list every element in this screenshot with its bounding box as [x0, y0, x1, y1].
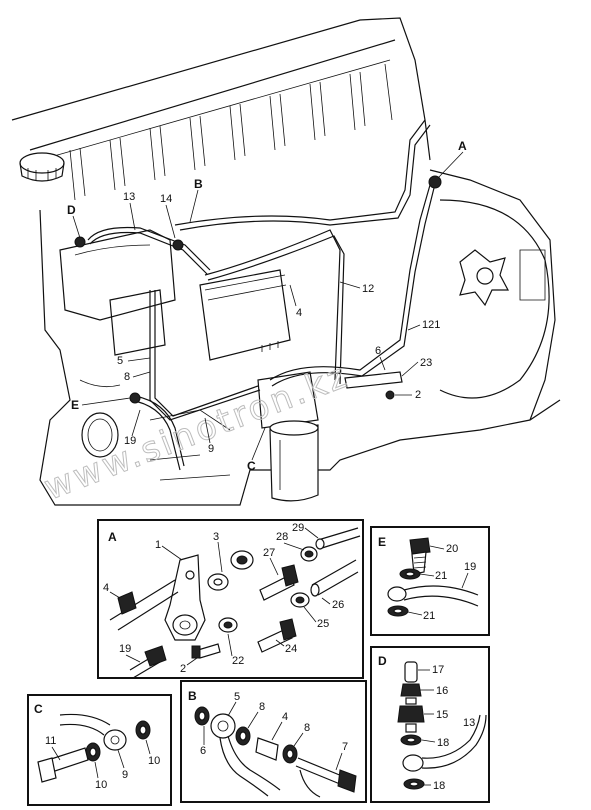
part-number-label: 121 [422, 319, 440, 331]
detail-c-title: C [34, 702, 43, 716]
part-number-label: 21 [435, 570, 447, 582]
part-number-label: 18 [437, 737, 449, 749]
part-number-label: 12 [362, 283, 374, 295]
callout-C: C [247, 459, 256, 473]
part-number-label: 23 [420, 357, 432, 369]
engine-illustration: www.sinotron.kz A B C D E 13 14 12 4 121… [11, 17, 561, 509]
fuel-filter-canister [257, 371, 319, 502]
part-number-label: 8 [124, 371, 130, 383]
part-number-label: 6 [200, 745, 206, 757]
detail-b-panel: B 5 8 4 8 6 7 [180, 680, 367, 803]
detail-d-title: D [378, 654, 387, 668]
part-number-label: 8 [304, 722, 310, 734]
part-number-label: 9 [208, 443, 214, 455]
part-number-label: 17 [432, 664, 444, 676]
part-number-label: 5 [117, 355, 123, 367]
part-number-label: 24 [285, 643, 297, 655]
detail-b-title: B [188, 689, 197, 703]
part-number-label: 3 [213, 531, 219, 543]
part-number-label: 7 [342, 741, 348, 753]
fuel-lines [87, 119, 435, 471]
part-number-label: 4 [296, 307, 302, 319]
part-number-label: 10 [148, 755, 160, 767]
part-number-label: 9 [122, 769, 128, 781]
callout-A: A [458, 139, 467, 153]
part-number-label: 27 [263, 547, 275, 559]
part-number-label: 16 [436, 685, 448, 697]
part-number-label: 25 [317, 618, 329, 630]
part-number-label: 4 [282, 711, 288, 723]
part-number-label: 22 [232, 655, 244, 667]
ecu-module [199, 269, 291, 361]
detail-d-panel: D 17 16 15 13 18 18 [370, 646, 490, 803]
part-number-label: 15 [436, 709, 448, 721]
callout-D: D [67, 203, 76, 217]
part-number-label: 4 [103, 582, 109, 594]
mounting-bracket [459, 249, 509, 307]
part-number-label: 21 [423, 610, 435, 622]
main-callouts: A B C D E 13 14 12 4 121 6 23 2 [67, 139, 467, 473]
part-number-label: 19 [124, 435, 136, 447]
part-number-label: 11 [45, 735, 56, 747]
callout-B: B [194, 177, 203, 191]
part-number-label: 29 [292, 522, 304, 534]
part-number-label: 2 [180, 663, 186, 675]
part-number-label: 13 [463, 717, 475, 729]
detail-e-panel: E 20 21 19 21 [370, 526, 490, 636]
part-number-label: 13 [123, 191, 135, 203]
detail-a-panel: A 1 3 [97, 519, 364, 679]
detail-e-title: E [378, 535, 386, 549]
part-number-label: 26 [332, 599, 344, 611]
callout-E: E [71, 398, 79, 412]
part-number-label: 20 [446, 543, 458, 555]
detail-c-panel: C 11 10 9 10 [27, 694, 172, 806]
part-number-label: 19 [119, 643, 131, 655]
part-number-label: 1 [155, 539, 161, 551]
part-number-label: 6 [375, 345, 381, 357]
detail-a-title: A [108, 530, 117, 544]
part-number-label: 10 [95, 779, 107, 791]
part-number-label: 28 [276, 531, 288, 543]
part-number-label: 18 [433, 780, 445, 792]
oil-filler-cap [19, 152, 65, 182]
part-number-label: 19 [464, 561, 476, 573]
part-number-label: 5 [234, 691, 240, 703]
part-number-label: 2 [415, 389, 421, 401]
part-number-label: 8 [259, 701, 265, 713]
part-number-label: 14 [160, 193, 172, 205]
